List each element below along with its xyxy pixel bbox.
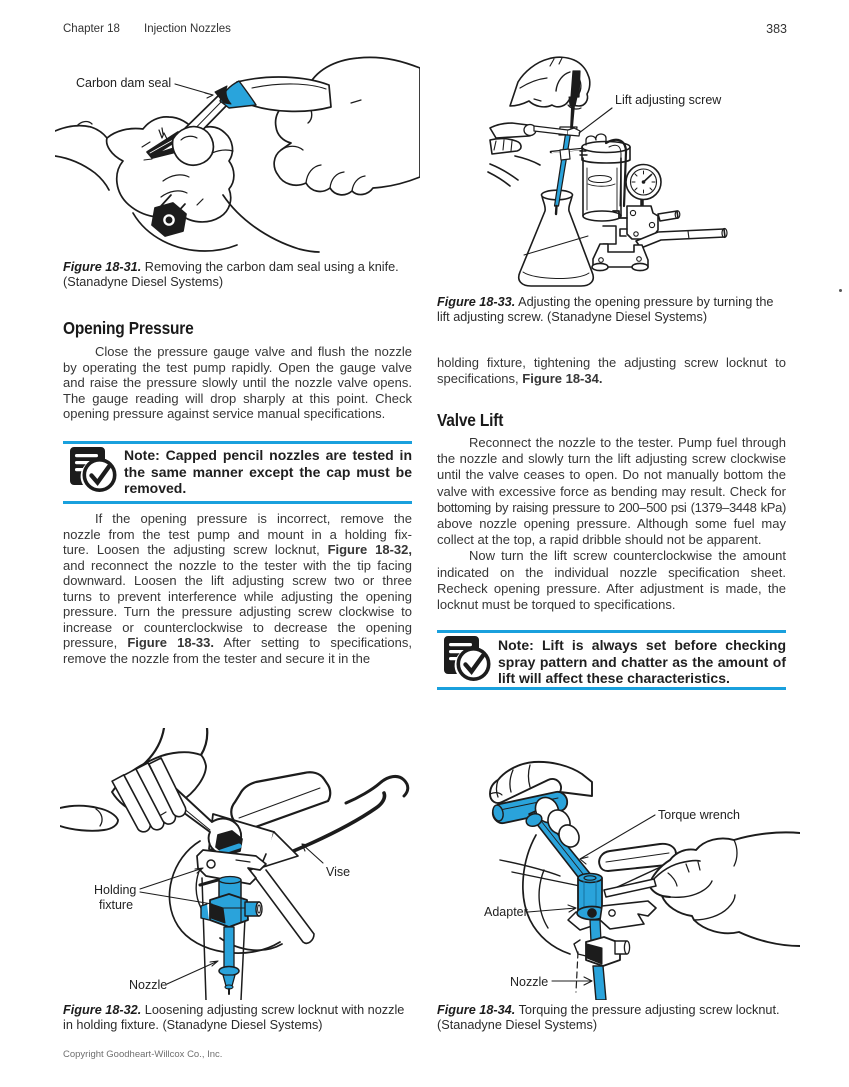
svg-text:fixture: fixture [99,898,133,912]
svg-text:Adapter: Adapter [484,905,528,919]
svg-text:Carbon dam seal: Carbon dam seal [76,76,171,90]
svg-text:Torque wrench: Torque wrench [658,808,740,822]
svg-text:Nozzle: Nozzle [129,978,167,992]
svg-text:Lift adjusting screw: Lift adjusting screw [615,93,722,107]
svg-text:Vise: Vise [326,865,350,879]
svg-text:Holding: Holding [94,883,136,897]
svg-text:Nozzle: Nozzle [510,975,548,989]
